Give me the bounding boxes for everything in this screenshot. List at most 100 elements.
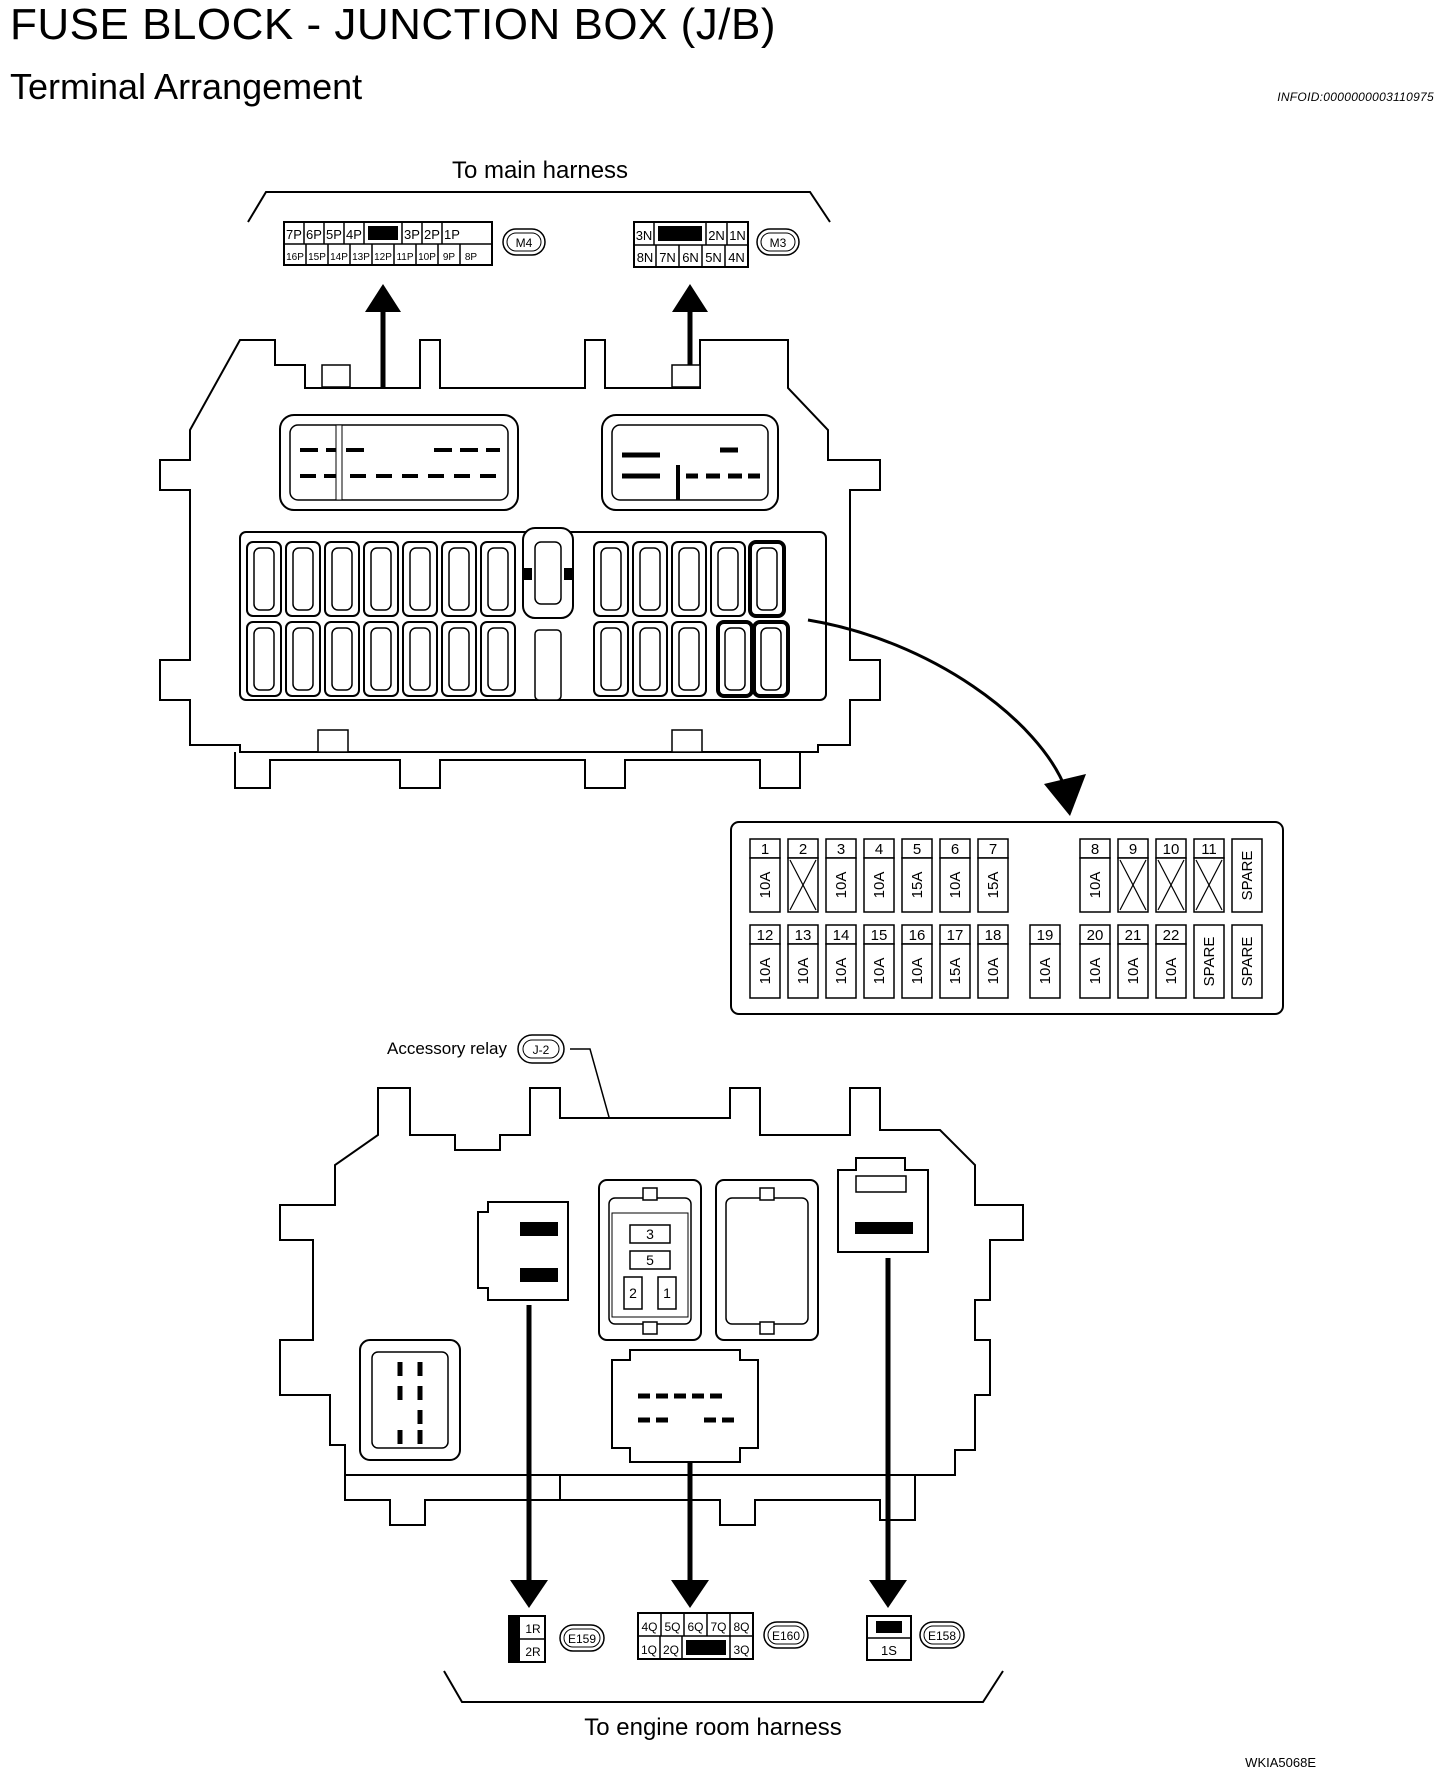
fuse-number: 6 [951, 841, 959, 858]
fuse-rating-cell [901, 943, 933, 999]
fuse-rating: 10A [757, 872, 774, 899]
e160-pin-4q: 4Q [641, 1620, 657, 1634]
fuse-rating: 10A [985, 958, 1002, 985]
e160-pin-1q: 1Q [641, 1643, 657, 1657]
e160-pin-6q: 6Q [687, 1620, 703, 1634]
m3-pin-5n: 5N [705, 250, 722, 265]
page-subtitle: Terminal Arrangement [10, 66, 363, 107]
to-engine-room-harness-label: To engine room harness [584, 1714, 841, 1741]
m3-socket [601, 414, 779, 511]
fuse-number: 21 [1125, 927, 1142, 944]
m4-pin-13p: 13P [352, 252, 370, 263]
fuse-rating-cell [749, 857, 781, 913]
fuse-cavity-inner [487, 627, 509, 691]
fuse-rating-cell [1079, 857, 1111, 913]
e160-pin-2q: 2Q [663, 1643, 679, 1657]
top-clip-right [671, 364, 701, 388]
fuse-cavity-inner [600, 547, 622, 611]
m4-pin-14p: 14P [330, 252, 348, 263]
m4-pin-11p: 11P [396, 252, 413, 263]
m3-label: M3 [770, 236, 787, 250]
fuse-rating-cell [749, 943, 781, 999]
fuse-number: 15 [871, 927, 888, 944]
fuse-rating: 10A [1037, 958, 1054, 985]
fuse-cavity-inner [639, 547, 661, 611]
fuse-cavity-inner [487, 547, 509, 611]
fuse-row-top [246, 540, 786, 618]
relay-pin-3: 3 [646, 1226, 654, 1242]
fuse-rating: 10A [1125, 958, 1142, 985]
empty-slot-cross [1119, 859, 1147, 911]
relay-pin-5: 5 [646, 1252, 654, 1268]
arrow-to-e158 [869, 1258, 907, 1608]
fuse-number: 9 [1129, 841, 1137, 858]
fuse-number: 19 [1037, 927, 1054, 944]
fuse-number: 4 [875, 841, 883, 858]
fuse-cavity-inner [678, 627, 700, 691]
m4-pin-1p: 1P [444, 227, 460, 242]
fuse-rating: 10A [795, 958, 812, 985]
fuse-cavity-inner [409, 627, 431, 691]
accessory-relay-label: Accessory relay [387, 1039, 507, 1058]
m3-blank-cell [658, 226, 702, 241]
fuse-rating: 10A [871, 872, 888, 899]
fuse-rating: 10A [833, 958, 850, 985]
fuse-number: 2 [799, 841, 807, 858]
e159-pin-2r: 2R [525, 1645, 541, 1659]
m4-pin-8p: 8P [465, 252, 478, 263]
top-clip-left [321, 364, 351, 388]
e159-socket [477, 1201, 569, 1301]
e160-pin-5q: 5Q [664, 1620, 680, 1634]
e160-blank-cell [686, 1640, 726, 1655]
main-harness-bracket [247, 191, 831, 223]
fuse-cavity-inner [253, 627, 275, 691]
fuse-rating-cell [1193, 924, 1225, 999]
j2-label: J-2 [533, 1043, 550, 1057]
fuse-rating-cell [1231, 924, 1263, 999]
empty-slot-cross [1195, 859, 1223, 911]
to-main-harness-label: To main harness [452, 157, 628, 184]
arrow-to-e160 [671, 1462, 709, 1608]
fuse-rating-cell [977, 943, 1009, 999]
fuse-cavity-inner [448, 547, 470, 611]
figure-id: WKIA5068E [1245, 1755, 1316, 1770]
fuse-cavity-inner [370, 627, 392, 691]
fuse-rating: 10A [1087, 872, 1104, 899]
fuse-rating: 10A [833, 872, 850, 899]
fuse-rating-cell [901, 857, 933, 913]
fuse-cavity-inner [717, 547, 739, 611]
fuse-cavity-inner [292, 627, 314, 691]
relay-pin-2: 2 [629, 1285, 637, 1301]
top-housing-tabs [234, 752, 801, 789]
fuse-rating: 10A [1163, 958, 1180, 985]
fuse-cavity-inner [448, 627, 470, 691]
m4-pin-6p: 6P [306, 227, 322, 242]
m3-pin-7n: 7N [659, 250, 676, 265]
m3-pin-8n: 8N [637, 250, 654, 265]
fuse-number: 18 [985, 927, 1002, 944]
e158-pin-1s: 1S [881, 1643, 897, 1658]
e158-label: E158 [928, 1629, 956, 1643]
fuse-rating-cell [787, 943, 819, 999]
fuse-number: 17 [947, 927, 964, 944]
fuse-rating-cell [825, 943, 857, 999]
connector-j2-badge: J-2 [517, 1034, 565, 1064]
fuse-rating: 15A [985, 872, 1002, 899]
m3-pin-1n: 1N [729, 228, 746, 243]
fuse-cavity-inner [678, 547, 700, 611]
fuse-rating-cell [863, 943, 895, 999]
engine-room-bracket [443, 1670, 1004, 1703]
center-fuse [522, 527, 574, 701]
fuse-rating: 10A [871, 958, 888, 985]
fuse-rating: SPARE [1239, 851, 1256, 901]
fuse-cavity-inner [331, 627, 353, 691]
relay-socket-j2: 3 5 2 1 [598, 1179, 702, 1341]
fuse-rating-cell [1029, 943, 1061, 999]
relay-pin-1: 1 [663, 1285, 671, 1301]
fuse-number: 22 [1163, 927, 1180, 944]
fuse-number: 12 [757, 927, 774, 944]
fuse-cavity-inner [253, 547, 275, 611]
m3-pin-2n: 2N [708, 228, 725, 243]
e160-pin-7q: 7Q [710, 1620, 726, 1634]
